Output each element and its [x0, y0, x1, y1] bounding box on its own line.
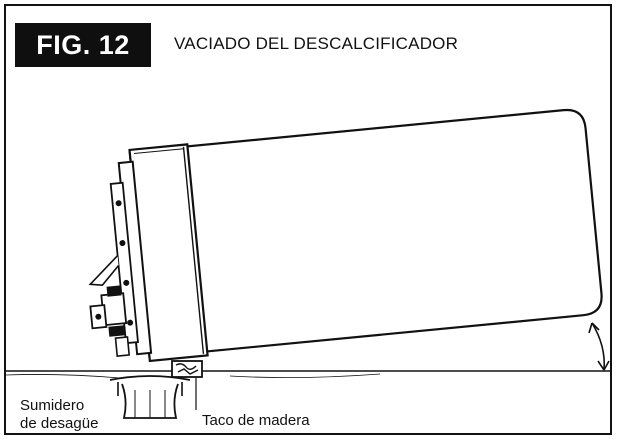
- drain-label: Sumidero de desagüe: [20, 397, 98, 433]
- figure-number-badge: FIG. 12: [15, 23, 151, 67]
- tilt-angle-indicator: [588, 322, 610, 371]
- drain-label-line2: de desagüe: [20, 415, 99, 432]
- valve-fittings: [89, 285, 131, 357]
- floor-drain-drawing: [109, 375, 191, 419]
- valve-lever: [88, 255, 120, 286]
- wood-block-drawing: [171, 360, 203, 378]
- figure-title: VACIADO DEL DESCALCIFICADOR: [174, 34, 459, 53]
- drain-label-line1: Sumidero: [20, 397, 85, 414]
- floor-shading: [5, 373, 381, 379]
- tank-body: [128, 108, 603, 359]
- wood-block-label: Taco de madera: [202, 412, 310, 429]
- softener-tank: [88, 108, 603, 363]
